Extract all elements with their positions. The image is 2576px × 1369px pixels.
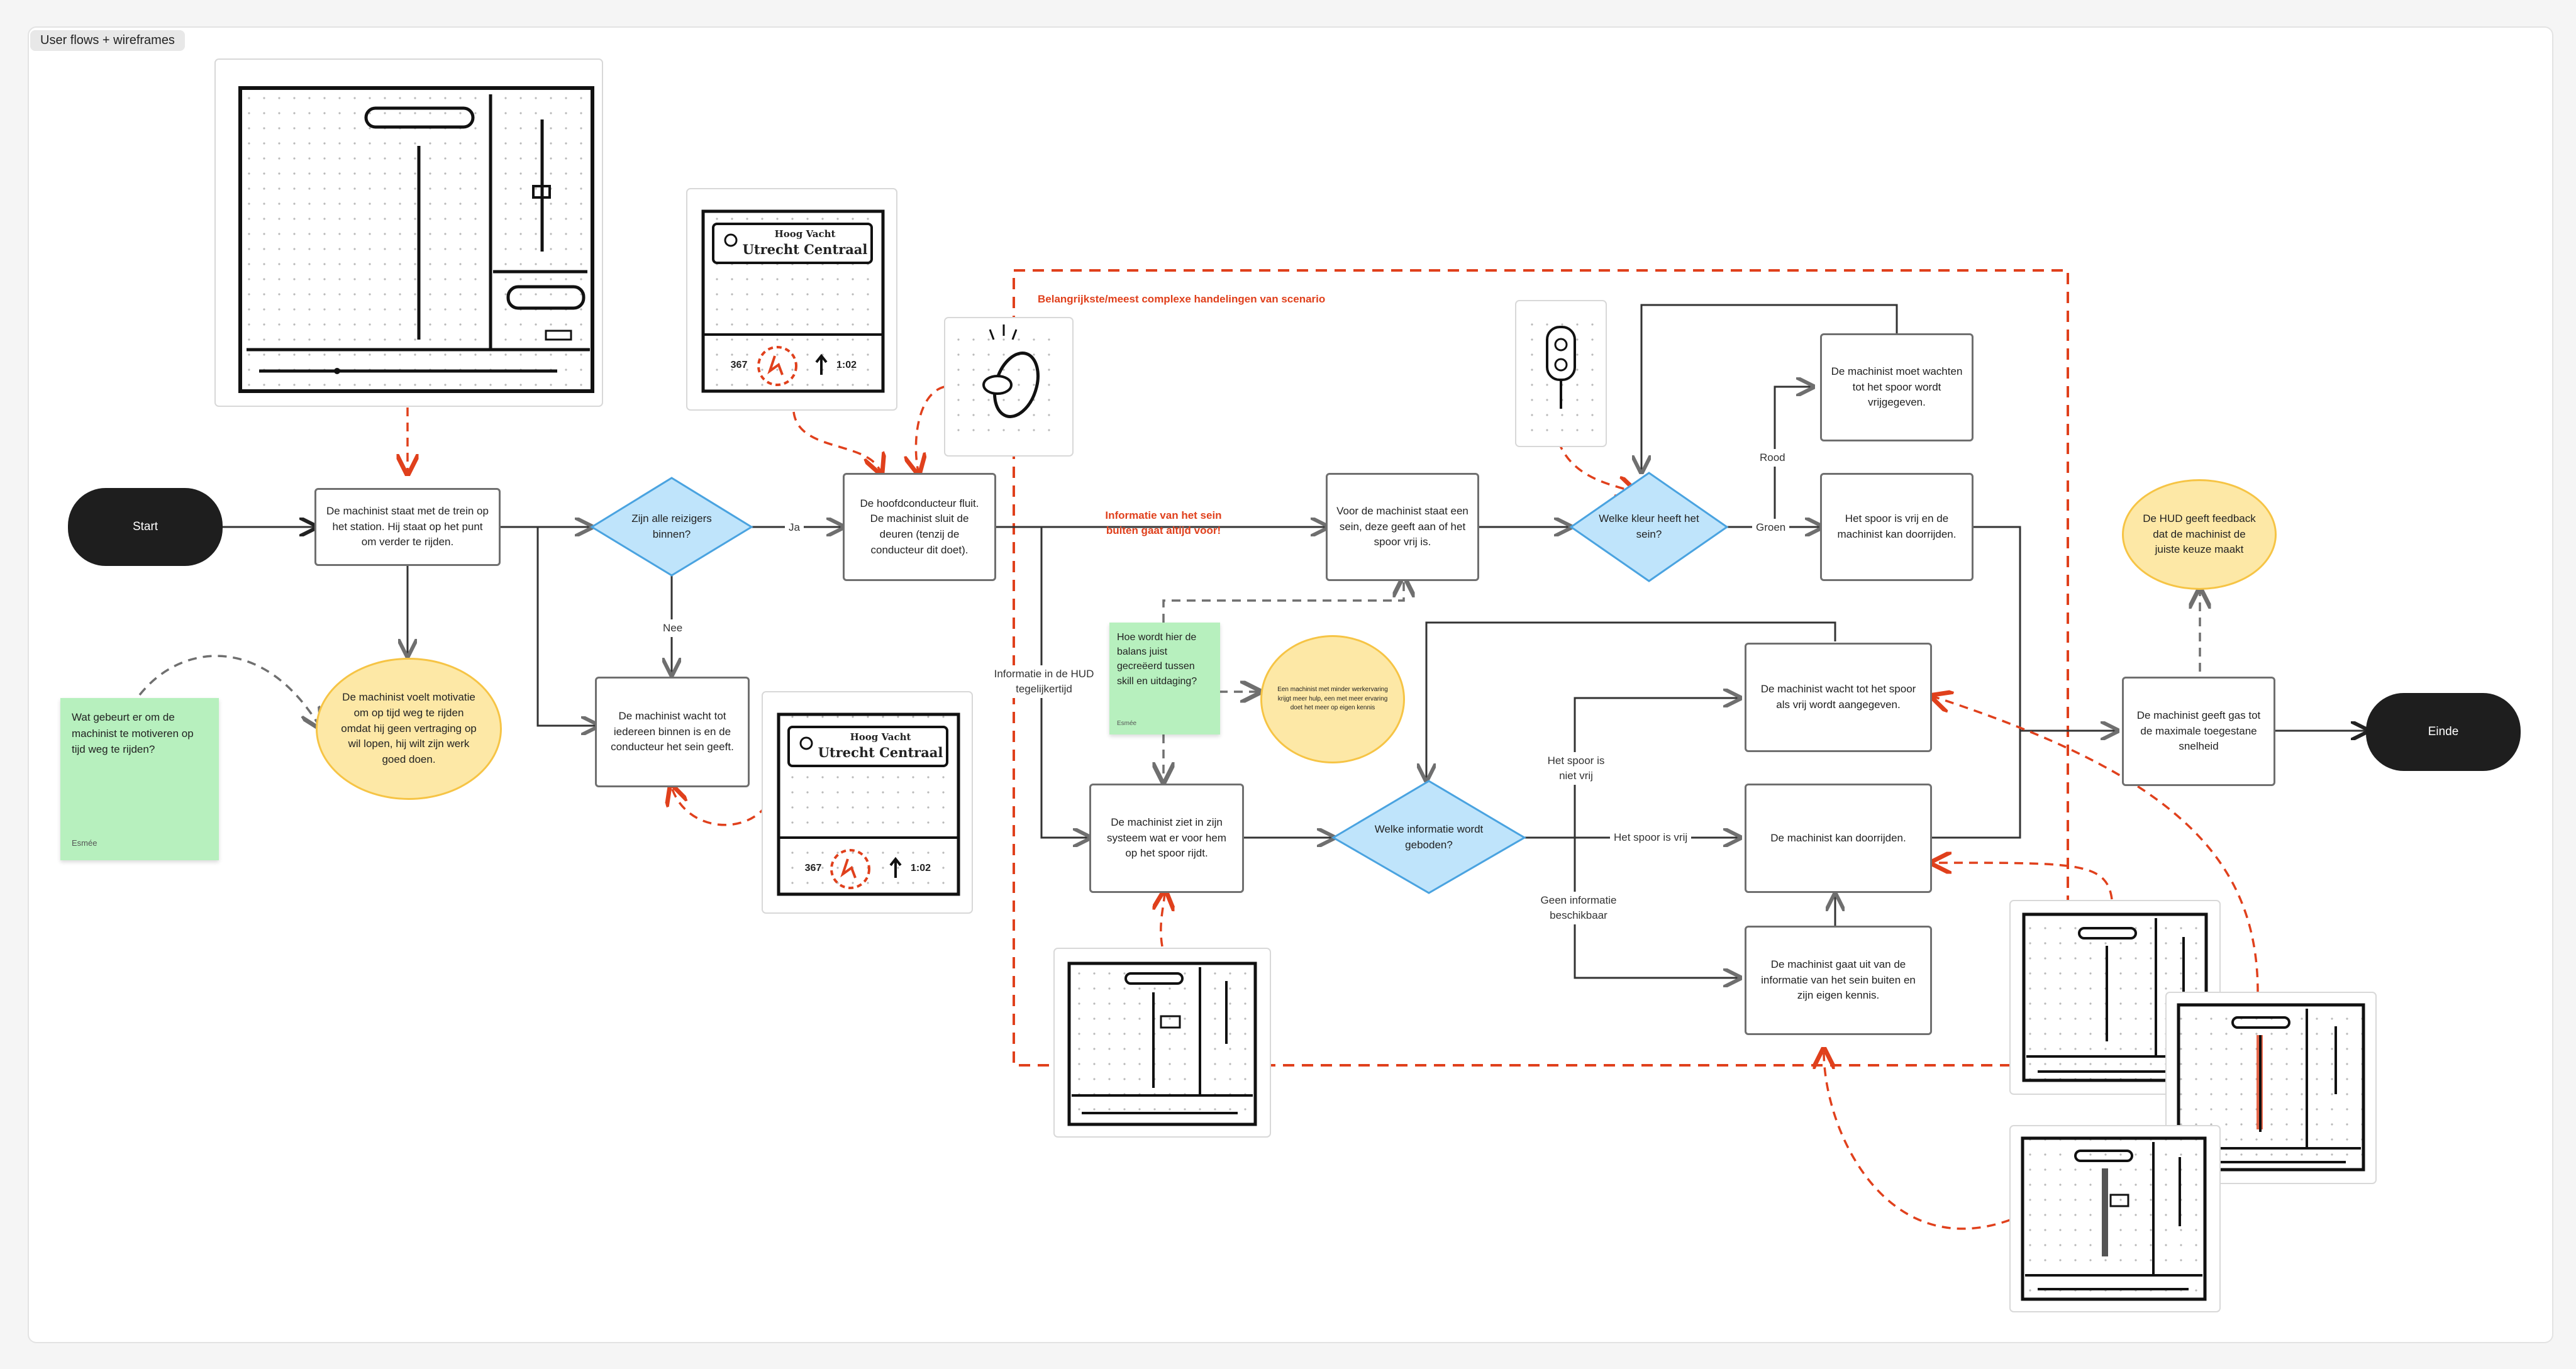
edge-info-none xyxy=(1574,838,1738,978)
wf1-station-line2: Utrecht Centraal xyxy=(742,241,868,257)
box-whistle[interactable]: De hoofdconducteur fluit. De machinist s… xyxy=(843,473,996,581)
sticky-balance-author: Esmée xyxy=(1117,719,1137,727)
box-station[interactable]: De machinist staat met de trein op het s… xyxy=(314,488,501,566)
start-node[interactable]: Start xyxy=(68,488,223,566)
edge-wf6-color xyxy=(1557,441,1634,492)
edge-drive-gas xyxy=(1932,731,2021,839)
decision-info xyxy=(1331,780,1526,894)
circle-hud-feedback[interactable]: De HUD geeft feedback dat de machinist d… xyxy=(2122,479,2277,590)
wf2-passengers: 367 xyxy=(804,863,822,874)
wireframe-hud-2 xyxy=(1053,948,1271,1138)
wf1-time: 1:02 xyxy=(836,360,857,371)
box-wait-indicated[interactable]: De machinist wacht tot het spoor als vri… xyxy=(1745,643,1932,752)
edge-wf5-system xyxy=(1161,893,1165,947)
box-wait-all[interactable]: De machinist wacht tot iedereen binnen i… xyxy=(595,677,750,787)
wf2-station-line1: Hoog Vacht xyxy=(850,731,911,743)
label-no-info: Geen informatie beschikbaar xyxy=(1531,892,1626,924)
box-signal-ahead[interactable]: Voor de machinist staat een sein, deze g… xyxy=(1326,473,1479,581)
edge-wf3-whistle xyxy=(916,385,945,472)
edge-wait-loop xyxy=(1641,304,1898,470)
sticky-balance[interactable]: Hoe wordt hier de balans juist gecreëerd… xyxy=(1109,623,1220,734)
label-red: Rood xyxy=(1756,449,1789,467)
edge-balance-signal xyxy=(1162,580,1404,623)
section-title: Belangrijkste/meest complexe handelingen… xyxy=(1038,293,1326,305)
sticky-balance-text: Hoe wordt hier de balans juist gecreëerd… xyxy=(1117,632,1197,687)
edge-free-gas xyxy=(1974,526,2116,731)
wireframe-signal xyxy=(1515,300,1607,447)
label-yes: Ja xyxy=(785,519,804,536)
decision-color-text[interactable]: Welke kleur heeft het sein? xyxy=(1599,513,1699,540)
edge-wf4-wait xyxy=(672,787,767,826)
box-wait-free[interactable]: De machinist moet wachten tot het spoor … xyxy=(1820,333,1974,441)
wf2-time: 1:02 xyxy=(910,863,931,874)
edge-wait-loop2 xyxy=(1426,621,1836,779)
box-own-knowledge[interactable]: De machinist gaat uit van de informatie … xyxy=(1745,926,1932,1035)
edge-wf9-knowledge xyxy=(1824,1051,2011,1230)
label-no: Nee xyxy=(659,619,687,637)
label-hud-info: Informatie in de HUD tegelijkertijd xyxy=(985,665,1103,698)
box-sees-system[interactable]: De machinist ziet in zijn systeem wat er… xyxy=(1089,784,1244,893)
wireframe-whistle xyxy=(944,317,1074,457)
sticky-question-author: Esmée xyxy=(72,838,97,848)
wf2-station-line2: Utrecht Centraal xyxy=(818,744,943,760)
label-not-free: Het spoor is niet vrij xyxy=(1535,752,1618,785)
frame-title[interactable]: User flows + wireframes xyxy=(30,30,185,51)
box-can-drive[interactable]: De machinist kan doorrijden. xyxy=(1745,784,1932,893)
decision-all-in xyxy=(590,477,753,577)
end-node[interactable]: Einde xyxy=(2366,693,2521,771)
decision-info-text[interactable]: Welke informatie wordt geboden? xyxy=(1374,823,1484,851)
wf1-station-line1: Hoog Vacht xyxy=(774,228,836,240)
edge-question-motivation xyxy=(138,655,319,726)
box-track-free[interactable]: Het spoor is vrij en de machinist kan do… xyxy=(1820,473,1974,581)
wireframe-route-1 xyxy=(686,188,897,411)
label-green: Groen xyxy=(1752,519,1790,536)
decision-shapes xyxy=(590,472,1729,894)
edge-red xyxy=(1774,387,1811,527)
box-give-gas[interactable]: De machinist geeft gas tot de maximale t… xyxy=(2122,677,2275,786)
edge-wait-back xyxy=(501,526,596,726)
wireframe-hud-1 xyxy=(214,58,603,407)
sticky-question-text: Wat gebeurt er om de machinist te motive… xyxy=(72,711,194,755)
circle-experience[interactable]: Een machinist met minder werkervaring kr… xyxy=(1260,635,1405,763)
edge-wf2-whistle xyxy=(792,411,880,472)
sticky-question[interactable]: Wat gebeurt er om de machinist te motive… xyxy=(60,698,219,860)
label-signal-priority: Informatie van het sein buiten gaat alti… xyxy=(1105,509,1222,536)
decision-color xyxy=(1569,472,1729,582)
wf1-passengers: 367 xyxy=(730,360,748,371)
edge-info-notfree xyxy=(1574,698,1738,838)
wireframe-hud-5 xyxy=(2009,1125,2221,1312)
label-free: Het spoor is vrij xyxy=(1610,829,1692,846)
edge-wf7-drive xyxy=(1934,863,2113,900)
circle-motivation[interactable]: De machinist voelt motivatie om op tijd … xyxy=(316,658,502,800)
wireframe-route-2 xyxy=(762,691,973,914)
decision-all-in-text[interactable]: Zijn alle reizigers binnen? xyxy=(631,513,712,540)
